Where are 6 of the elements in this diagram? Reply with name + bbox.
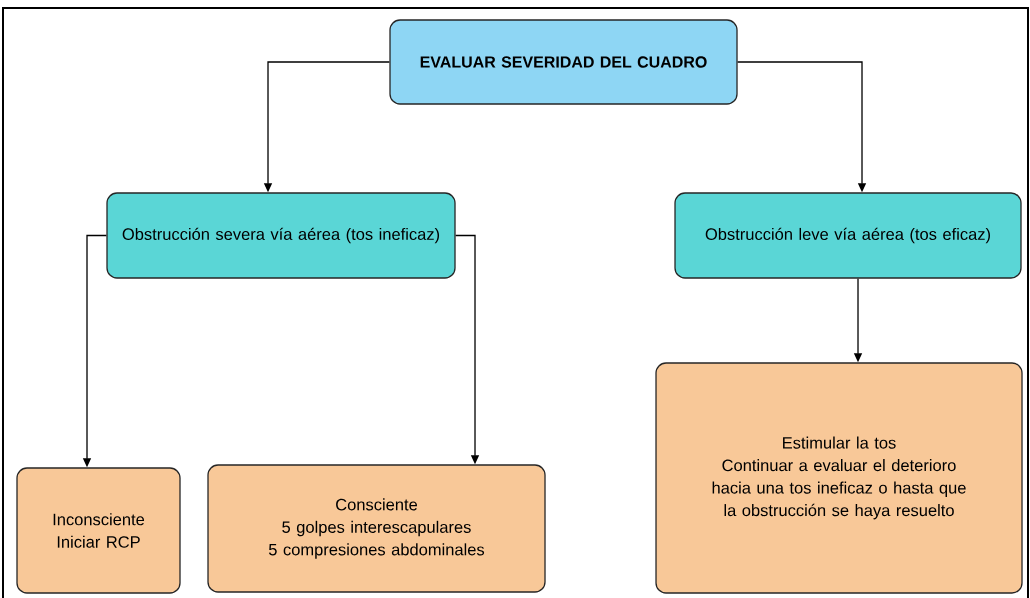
- action-box: Consciente 5 golpes interescapulares 5 compresiones abdominales: [207, 464, 546, 593]
- title-box: EVALUAR SEVERIDAD DEL CUADRO: [389, 19, 738, 105]
- condition-box: Obstrucción severa vía aérea (tos ineficaz): [106, 192, 456, 279]
- action-box: Estimular la tos Continuar a evaluar el deterioro hacia una tos ineficaz o hasta que la obstrucción se haya resuelto: [655, 362, 1023, 594]
- condition-box: Obstrucción leve vía aérea (tos eficaz): [674, 192, 1022, 279]
- action-box: Inconsciente Iniciar RCP: [16, 467, 181, 594]
